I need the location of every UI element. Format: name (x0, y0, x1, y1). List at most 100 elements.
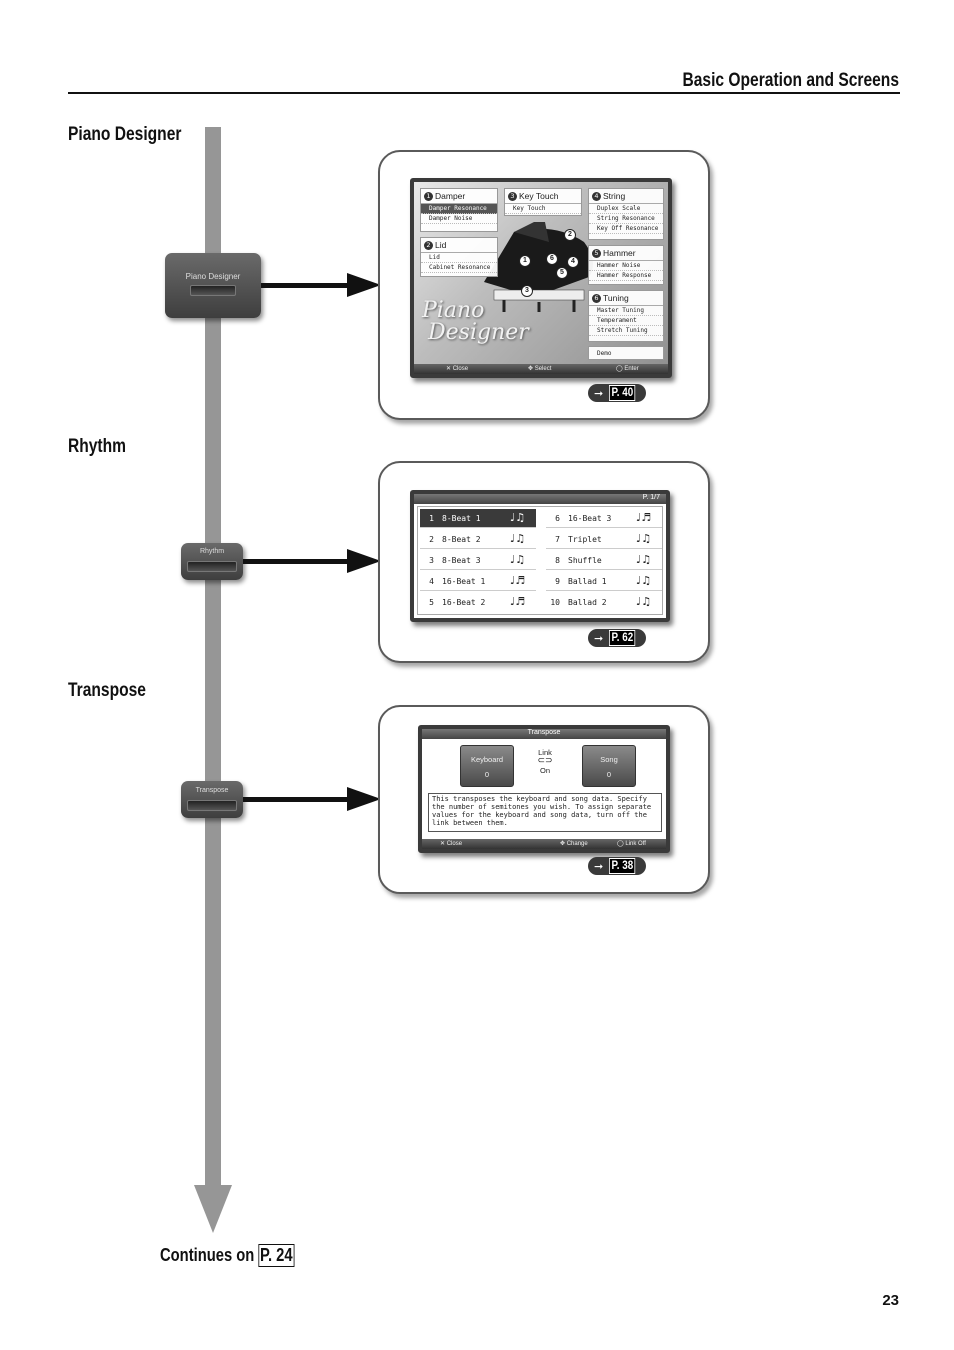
menu-item[interactable]: Key Touch (505, 204, 581, 215)
menu-item[interactable]: String Resonance (589, 214, 663, 225)
rhythm-icon: ♩♫ (510, 553, 526, 566)
rhythm-icon: ♩♫ (636, 553, 652, 566)
keyboard-label: Keyboard (470, 755, 504, 764)
continues-note: Continues on P. 24 (160, 1244, 295, 1267)
menu-item[interactable]: Damper Noise (421, 214, 497, 225)
screen-footer: ✕ Close ✥ Select ◯ Enter (414, 364, 668, 374)
close-hint: ✕ Close (440, 841, 463, 847)
menu-item[interactable]: Cabinet Resonance (421, 263, 497, 274)
transpose-screen: Transpose Keyboard 0 Link ⊂⊃ On Song 0 T… (418, 725, 670, 853)
menu-item[interactable]: Hammer Response (589, 271, 663, 282)
section-title-rhythm: Rhythm (68, 436, 127, 457)
marker-3: 3 (521, 285, 533, 297)
page-number: 23 (882, 1292, 899, 1309)
menu-item[interactable]: Lid (421, 253, 497, 264)
grand-piano-icon (484, 222, 593, 312)
close-hint: ✕ Close (446, 366, 469, 372)
menu-item[interactable]: Master Tuning (589, 306, 663, 317)
page-ref-badge[interactable]: ➞ P. 40 (588, 384, 646, 402)
piano-designer-script-title: Piano Designer (422, 298, 529, 345)
button-led-slot (187, 800, 237, 811)
link-off-hint: ◯ Link Off (617, 841, 646, 847)
song-label: Song (600, 755, 618, 764)
page-ref-badge[interactable]: ➞ P. 38 (588, 857, 646, 875)
rhythm-button[interactable]: Rhythm (181, 543, 243, 580)
continues-text: Continues on (160, 1245, 259, 1265)
page-ref[interactable]: P. 38 (609, 858, 636, 874)
transpose-screen-title: Transpose (422, 729, 666, 739)
section-title-transpose: Transpose (68, 680, 146, 701)
header-rule (68, 92, 900, 94)
transpose-panel: Transpose Keyboard 0 Link ⊂⊃ On Song 0 T… (378, 705, 710, 894)
arrow-right-icon: ➞ (594, 633, 604, 645)
page-ref[interactable]: P. 62 (609, 630, 636, 646)
arrow-shaft (243, 559, 351, 564)
rhythm-icon: ♩♫ (636, 532, 652, 545)
rhythm-icon: ♩♫ (636, 574, 652, 587)
keyboard-value: 0 (484, 770, 490, 779)
rhythm-icon: ♩♬ (510, 595, 526, 608)
arrow-right-icon: ➞ (594, 388, 604, 400)
page-ref[interactable]: P. 40 (609, 385, 636, 401)
demo-box[interactable]: Demo (588, 346, 664, 360)
menu-item[interactable]: Hammer Noise (589, 261, 663, 272)
link-indicator[interactable]: Link ⊂⊃ On (525, 748, 565, 775)
rhythm-icon: ♩♫ (510, 511, 526, 524)
marker-4: 4 (567, 256, 579, 268)
rhythm-button-label: Rhythm (199, 548, 225, 555)
song-transpose-button[interactable]: Song 0 (582, 745, 636, 787)
menu-item[interactable]: Temperament (589, 316, 663, 327)
arrow-right-icon (347, 273, 381, 297)
button-led-slot (190, 285, 236, 296)
transpose-button[interactable]: Transpose (181, 781, 243, 818)
rhythm-icon: ♩♬ (510, 574, 526, 587)
rhythm-icon: ♩♬ (636, 511, 652, 524)
piano-designer-button-label: Piano Designer (185, 272, 241, 281)
rhythm-icon: ♩♫ (510, 532, 526, 545)
link-icon: ⊂⊃ (537, 756, 553, 766)
arrow-right-icon: ➞ (594, 861, 604, 873)
menu-item[interactable]: Duplex Scale (589, 204, 663, 215)
marker-5: 5 (556, 267, 568, 279)
menu-item[interactable]: Damper Resonance (421, 204, 497, 215)
menu-item[interactable]: Stretch Tuning (589, 326, 663, 337)
continues-page-link[interactable]: P. 24 (258, 1244, 295, 1267)
keyboard-transpose-button[interactable]: Keyboard 0 (460, 745, 514, 787)
link-state: On (539, 766, 550, 775)
header-title: Basic Operation and Screens (682, 70, 899, 91)
section-title-piano-designer: Piano Designer (68, 124, 182, 145)
link-label: Link (538, 748, 552, 757)
page-ref-badge[interactable]: ➞ P. 62 (588, 629, 646, 647)
enter-hint: ◯ Enter (616, 366, 639, 372)
button-led-slot (187, 561, 237, 572)
change-hint: ✥ Change (560, 841, 588, 847)
piano-designer-button[interactable]: Piano Designer (165, 253, 261, 318)
arrow-right-icon (347, 787, 381, 811)
menu-item[interactable]: Demo (597, 350, 612, 357)
menu-item[interactable]: Key Off Resonance (589, 224, 663, 235)
marker-6: 6 (546, 253, 558, 265)
screen-footer: ✕ Close ✥ Change ◯ Link Off (422, 839, 666, 849)
marker-2: 2 (564, 229, 576, 241)
